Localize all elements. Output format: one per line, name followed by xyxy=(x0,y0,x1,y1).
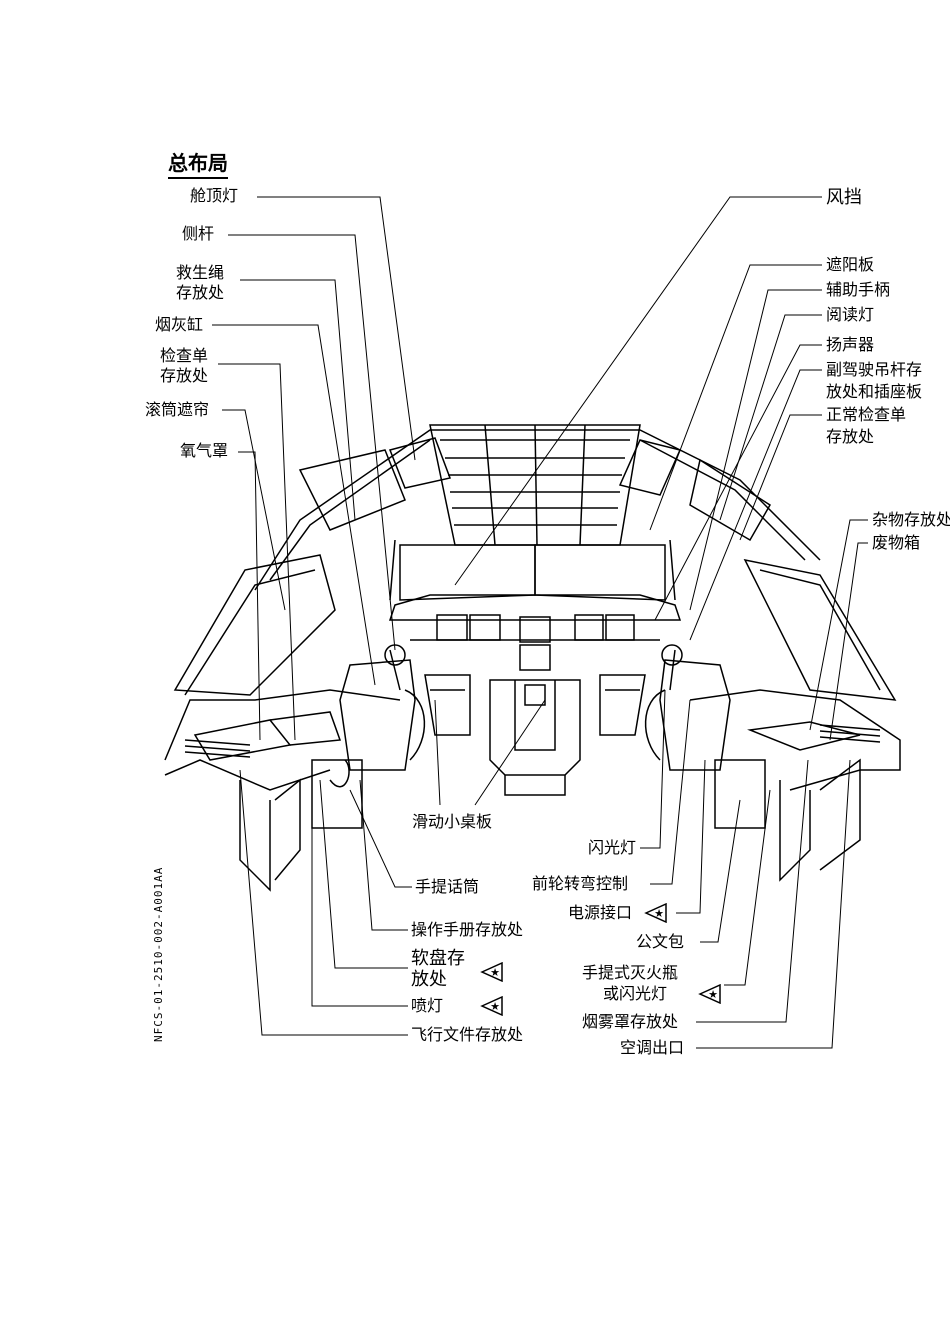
label-checklist-2: 存放处 xyxy=(160,366,209,385)
label-handset: 手提话筒 xyxy=(415,877,480,896)
leader-reading-light xyxy=(719,314,822,521)
leader-windshield xyxy=(454,196,822,586)
leader-nosewheel xyxy=(650,699,691,885)
svg-text:★: ★ xyxy=(654,907,664,920)
leader-cabin-light xyxy=(257,196,416,461)
svg-text:★: ★ xyxy=(490,966,500,979)
leader-smoke-hood xyxy=(696,759,809,1023)
leader-sun-visor xyxy=(649,264,822,531)
leader-normal-checklist xyxy=(739,414,822,541)
label-normal-checklist-2: 存放处 xyxy=(826,427,875,446)
label-escape-rope-2: 存放处 xyxy=(176,283,225,302)
label-assist-handle: 辅助手柄 xyxy=(826,280,891,299)
leader-assist-handle xyxy=(689,289,822,611)
leader-air-outlet xyxy=(696,759,851,1049)
leader-floppy xyxy=(319,779,408,969)
label-briefcase: 公文包 xyxy=(636,932,685,951)
label-windshield: 风挡 xyxy=(826,187,862,208)
label-speaker: 扬声器 xyxy=(826,335,875,354)
leader-roller-blind xyxy=(222,409,286,611)
label-waste-bin: 废物箱 xyxy=(872,533,921,552)
label-normal-checklist-1: 正常检查单 xyxy=(826,405,907,424)
leader-extinguisher xyxy=(724,789,771,986)
leader-side-stick xyxy=(228,234,396,651)
leader-waste-bin xyxy=(829,542,868,741)
leader-flashlight xyxy=(640,689,666,849)
label-spray-light: 喷灯 xyxy=(411,996,444,1015)
leader-manual-storage xyxy=(359,779,408,931)
page-title: 总布局 xyxy=(168,150,228,179)
label-extinguisher-2: 或闪光灯 xyxy=(603,984,668,1003)
svg-text:★: ★ xyxy=(708,988,718,1001)
label-ashtray: 烟灰缸 xyxy=(155,315,204,334)
label-floppy-2: 放处 xyxy=(411,969,447,990)
label-oxygen-mask: 氧气罩 xyxy=(180,441,229,460)
leader-flight-docs xyxy=(239,769,408,1036)
label-air-outlet: 空调出口 xyxy=(620,1038,685,1057)
leader-power-socket xyxy=(676,759,706,914)
leader-speaker xyxy=(654,344,822,621)
label-fo-hanger-1: 副驾驶吊杆存 xyxy=(826,360,923,379)
star-triangle-icon: ★ xyxy=(480,996,503,1016)
label-fo-hanger-2: 放处和插座板 xyxy=(826,382,923,401)
leader-oxygen-mask xyxy=(238,451,261,741)
leader-ashtray xyxy=(212,324,376,686)
label-floppy-1: 软盘存 xyxy=(411,948,465,969)
label-nosewheel-steering: 前轮转弯控制 xyxy=(532,874,629,893)
label-roller-blind: 滚筒遮帘 xyxy=(145,400,210,419)
label-sun-visor: 遮阳板 xyxy=(826,255,875,274)
label-cabin-light: 舱顶灯 xyxy=(190,186,239,205)
star-triangle-icon: ★ xyxy=(698,984,721,1004)
leader-handset xyxy=(349,789,412,888)
label-smoke-hood: 烟雾罩存放处 xyxy=(582,1012,679,1031)
leader-checklist xyxy=(218,363,296,741)
leader-spray-light xyxy=(311,780,408,1007)
leader-misc-storage xyxy=(809,519,868,731)
label-side-stick: 侧杆 xyxy=(182,224,215,243)
star-triangle-icon: ★ xyxy=(480,962,503,982)
leader-sliding-table-l xyxy=(434,699,441,806)
label-reading-light: 阅读灯 xyxy=(826,305,875,324)
label-flashlight: 闪光灯 xyxy=(588,838,637,857)
label-power-socket: 电源接口 xyxy=(568,903,633,922)
label-manual-storage: 操作手册存放处 xyxy=(411,920,524,939)
label-flight-docs: 飞行文件存放处 xyxy=(411,1025,524,1044)
label-extinguisher-1: 手提式灭火瓶 xyxy=(582,963,679,982)
star-triangle-icon: ★ xyxy=(644,903,667,923)
label-sliding-table: 滑动小桌板 xyxy=(412,812,493,831)
label-misc-storage: 杂物存放处 xyxy=(872,510,950,529)
leader-sliding-table-r xyxy=(474,699,546,806)
leader-briefcase xyxy=(700,799,741,943)
leader-escape-rope xyxy=(240,279,356,521)
leader-fo-hanger xyxy=(689,369,822,641)
label-escape-rope-1: 救生绳 xyxy=(176,263,225,282)
label-checklist-1: 检查单 xyxy=(160,346,209,365)
svg-text:★: ★ xyxy=(490,1000,500,1013)
